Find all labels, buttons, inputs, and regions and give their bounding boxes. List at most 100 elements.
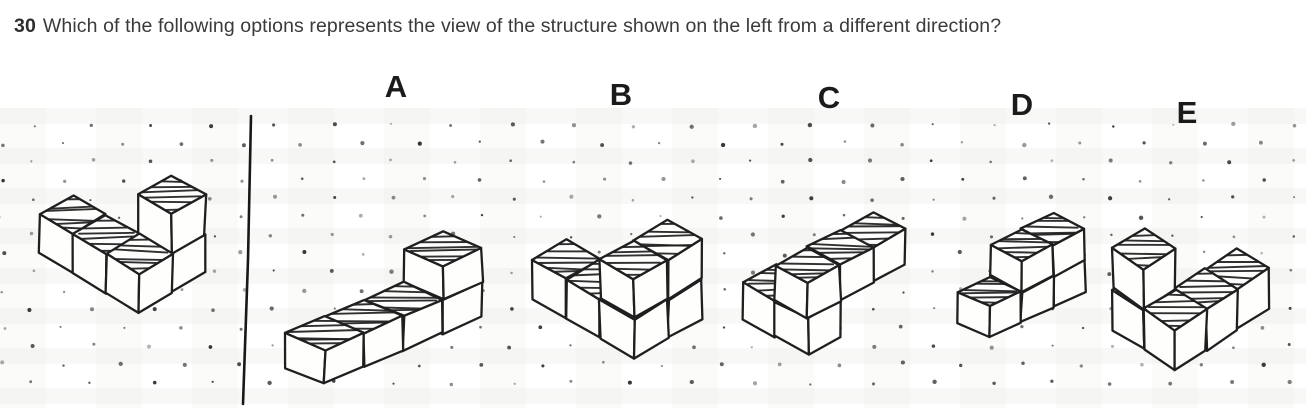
paper-dot	[1200, 215, 1203, 219]
paper-dot	[359, 289, 364, 294]
paper-dot	[360, 141, 365, 146]
paper-dot	[392, 382, 395, 385]
paper-dot	[417, 364, 421, 368]
paper-dot	[540, 139, 545, 144]
paper-dot	[449, 382, 453, 387]
paper-dot	[841, 179, 846, 185]
paper-dot	[719, 177, 722, 180]
paper-dot	[993, 124, 996, 127]
options-row: A B C D E	[283, 69, 1271, 385]
paper-dot	[88, 381, 91, 384]
cube-top-face	[1110, 227, 1177, 271]
option-D[interactable]: D	[956, 87, 1087, 339]
paper-dot	[358, 213, 363, 218]
paper-dot	[752, 381, 758, 386]
paper-dot	[780, 179, 785, 184]
paper-dot	[538, 325, 543, 330]
paper-dot	[1292, 235, 1296, 238]
paper-dot	[388, 234, 393, 239]
paper-dot	[242, 288, 247, 292]
paper-dot	[89, 199, 92, 202]
paper-dot	[843, 140, 847, 143]
paper-dot	[362, 177, 366, 181]
paper-dot	[722, 326, 726, 329]
paper-dot	[992, 381, 996, 386]
cube	[104, 232, 175, 315]
option-B[interactable]: B	[530, 77, 704, 360]
paper-dot	[807, 122, 813, 128]
paper-dot	[92, 342, 96, 346]
cube	[598, 239, 669, 319]
divider-line-stroke	[241, 114, 253, 406]
paper-dot	[1199, 363, 1203, 367]
paper-dot	[211, 308, 215, 312]
paper-dot	[1140, 362, 1144, 367]
paper-dot	[931, 123, 934, 126]
paper-dot	[152, 307, 157, 312]
paper-dot	[750, 346, 753, 349]
paper-dot	[479, 325, 482, 329]
paper-dot	[149, 124, 153, 127]
paper-dot	[809, 383, 812, 386]
option-structure	[283, 230, 485, 385]
paper-dot	[270, 158, 274, 162]
paper-dot	[961, 177, 965, 181]
paper-dot	[777, 362, 782, 367]
paper-dot	[569, 194, 574, 199]
paper-dot	[513, 235, 516, 239]
option-E[interactable]: E	[1110, 95, 1271, 372]
paper-dot	[1202, 141, 1207, 146]
paper-dot	[723, 252, 726, 255]
option-label: A	[385, 69, 407, 104]
paper-dot	[510, 122, 515, 127]
paper-dot	[1082, 326, 1085, 330]
paper-dot	[267, 380, 272, 386]
paper-dot	[478, 140, 481, 143]
paper-dot	[1287, 343, 1291, 346]
paper-dot	[0, 291, 3, 294]
option-C[interactable]: C	[741, 80, 907, 356]
paper-dot	[542, 180, 546, 184]
paper-dot	[91, 158, 96, 162]
paper-dot	[121, 142, 125, 146]
paper-dot	[871, 382, 876, 386]
paper-dot	[123, 326, 126, 329]
paper-dot	[628, 161, 633, 165]
paper-dot	[510, 271, 513, 275]
paper-dot	[333, 195, 337, 200]
paper-dot	[417, 141, 422, 146]
paper-dot	[1022, 176, 1027, 181]
paper-dot	[1231, 195, 1235, 199]
paper-dot	[932, 198, 935, 201]
paper-dot	[1293, 196, 1296, 199]
cube	[1142, 288, 1209, 372]
option-label: D	[1011, 87, 1033, 122]
paper-dot	[1047, 122, 1051, 125]
paper-dot	[453, 161, 457, 164]
option-A[interactable]: A	[283, 69, 485, 385]
paper-dot	[1231, 121, 1236, 127]
cube	[283, 314, 365, 385]
paper-dot	[1260, 251, 1263, 255]
paper-dot	[389, 158, 392, 162]
paper-dot	[332, 122, 337, 127]
option-structure	[956, 211, 1087, 339]
paper-dot	[152, 380, 157, 385]
paper-dot	[207, 196, 212, 201]
paper-dot	[1260, 326, 1265, 330]
paper-dot	[507, 345, 512, 350]
paper-dot	[1167, 198, 1171, 201]
paper-dot	[842, 213, 846, 217]
paper-dot	[1, 178, 5, 183]
paper-dot	[1289, 268, 1293, 272]
paper-dot	[27, 307, 32, 313]
paper-dot	[932, 379, 937, 384]
reference-structure	[37, 174, 208, 315]
option-label: B	[610, 77, 632, 112]
paper-dot	[959, 363, 963, 368]
paper-dot	[480, 213, 484, 217]
paper-dot	[660, 364, 663, 368]
cube	[773, 246, 843, 320]
paper-dot	[1262, 215, 1266, 219]
